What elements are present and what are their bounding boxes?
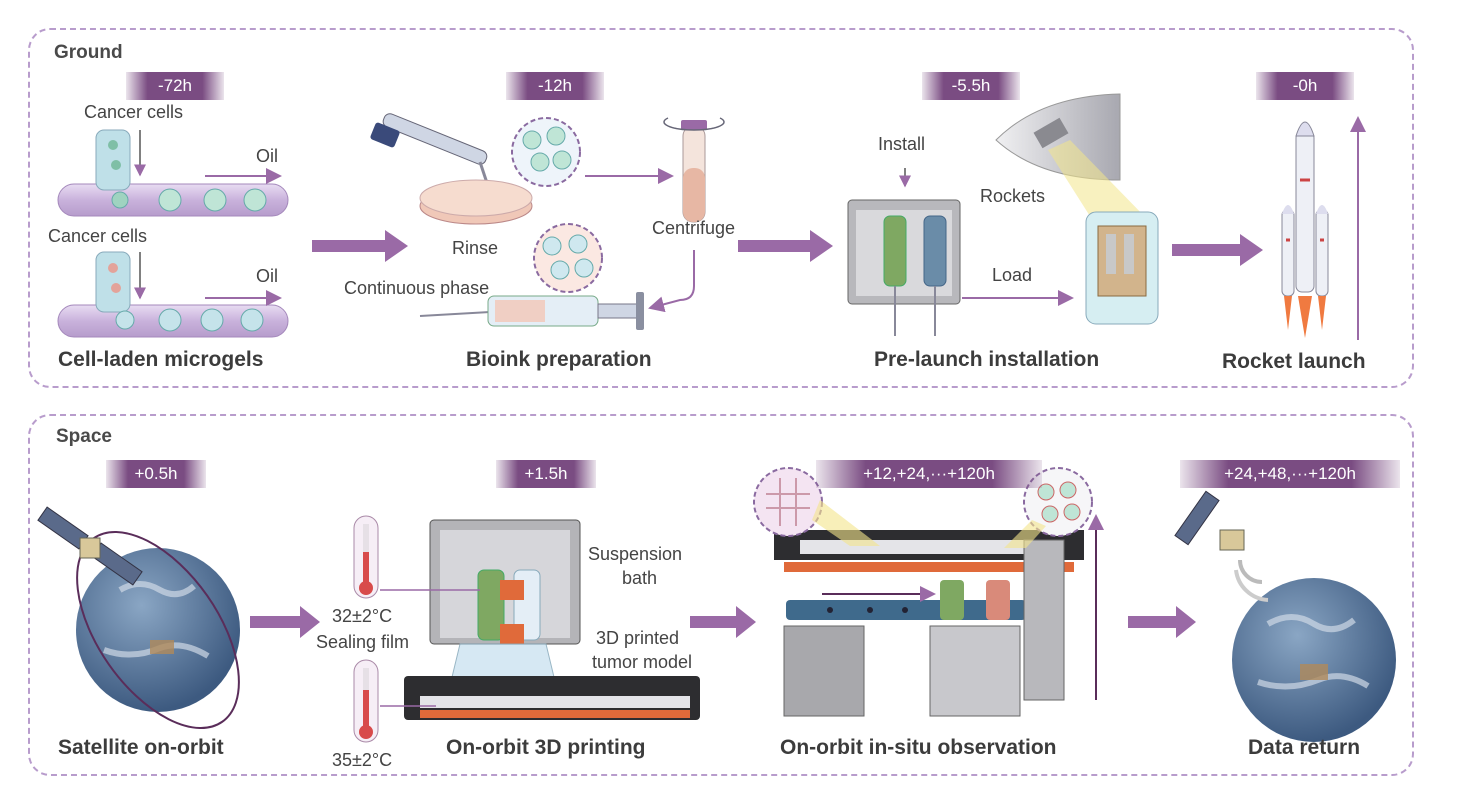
flow-arrow-space-1 — [250, 606, 320, 638]
label-suspension-bath-1: Suspension — [588, 544, 683, 564]
observation-zoom-left — [753, 467, 880, 546]
time-badge-space-1: +0.5h — [106, 460, 206, 488]
microfluidic-tube-bottom — [57, 251, 289, 338]
flow-arrow-ground-2 — [738, 230, 833, 262]
flow-arrow-space-3 — [1128, 606, 1196, 638]
time-badge-space-3: +12,+24,···+120h — [816, 460, 1042, 488]
payload-cabinet-icon — [1085, 211, 1159, 325]
microgel-zoom-bottom — [533, 223, 603, 293]
time-badge-ground-3: -5.5h — [922, 72, 1020, 100]
time-badge-ground-1: -72h — [126, 72, 224, 100]
time-badge-ground-4: -0h — [1256, 72, 1354, 100]
caption-cell-laden-microgels: Cell-laden microgels — [58, 348, 264, 371]
label-3d-printed-2: tumor model — [592, 652, 693, 672]
bioprinter-icon — [380, 519, 581, 703]
label-rockets: Rockets — [980, 186, 1046, 206]
microgel-zoom-top — [511, 117, 674, 187]
ground-panel-title: Ground — [54, 42, 123, 63]
caption-on-orbit-in-situ-observation: On-orbit in-situ observation — [780, 736, 1057, 759]
ground-panel — [28, 28, 1414, 388]
caption-rocket-launch: Rocket launch — [1222, 350, 1366, 373]
caption-data-return: Data return — [1248, 736, 1361, 759]
satellite-icon-data-return — [1174, 490, 1269, 602]
label-oil-2: Oil — [256, 266, 278, 286]
rocket-icon — [1281, 116, 1366, 340]
pipette-icon — [370, 113, 490, 187]
satellite-icon-orbit — [37, 506, 143, 586]
thermometer-icon-2 — [353, 659, 379, 743]
microfluidic-tube-top — [57, 129, 289, 217]
space-panel-title: Space — [56, 426, 112, 447]
label-load: Load — [992, 265, 1033, 285]
flow-arrow-ground-3 — [1172, 234, 1263, 266]
flow-arrow-space-2 — [690, 606, 756, 638]
rocket-nose-cone-icon — [995, 93, 1150, 232]
thermometer-icon-1 — [353, 515, 379, 599]
petri-dish-icon — [419, 179, 533, 225]
label-install: Install — [878, 134, 926, 154]
time-badge-space-4: +24,+48,···+120h — [1180, 460, 1400, 488]
label-temp-2: 35±2°C — [332, 750, 393, 770]
earth-icon-data-return — [1232, 578, 1396, 742]
time-badge-space-2: +1.5h — [496, 460, 596, 488]
caption-bioink-preparation: Bioink preparation — [466, 348, 652, 371]
printer-cartridge-icon — [847, 168, 1074, 336]
label-rinse: Rinse — [452, 238, 499, 258]
label-continuous-phase: Continuous phase — [344, 278, 490, 298]
label-sealing-film: Sealing film — [316, 632, 410, 652]
caption-satellite-on-orbit: Satellite on-orbit — [58, 736, 224, 759]
flow-arrow-ground-1 — [312, 230, 408, 262]
label-oil-1: Oil — [256, 146, 278, 166]
earth-orbit-icon — [76, 531, 240, 729]
label-cancer-cells-2: Cancer cells — [48, 226, 148, 246]
microscope-platform-icon — [774, 514, 1104, 717]
time-badge-ground-2: -12h — [506, 72, 604, 100]
caption-pre-launch-installation: Pre-launch installation — [874, 348, 1100, 371]
caption-on-orbit-3d-printing: On-orbit 3D printing — [446, 736, 646, 759]
space-panel — [28, 414, 1414, 776]
centrifuge-tube-icon — [648, 117, 725, 313]
label-temp-1: 32±2°C — [332, 606, 393, 626]
label-suspension-bath-2: bath — [622, 568, 658, 588]
label-3d-printed-1: 3D printed — [596, 628, 680, 648]
syringe-icon — [419, 292, 644, 330]
print-tray-icon — [380, 676, 700, 720]
label-cancer-cells-1: Cancer cells — [84, 102, 184, 122]
label-centrifuge: Centrifuge — [652, 218, 736, 238]
